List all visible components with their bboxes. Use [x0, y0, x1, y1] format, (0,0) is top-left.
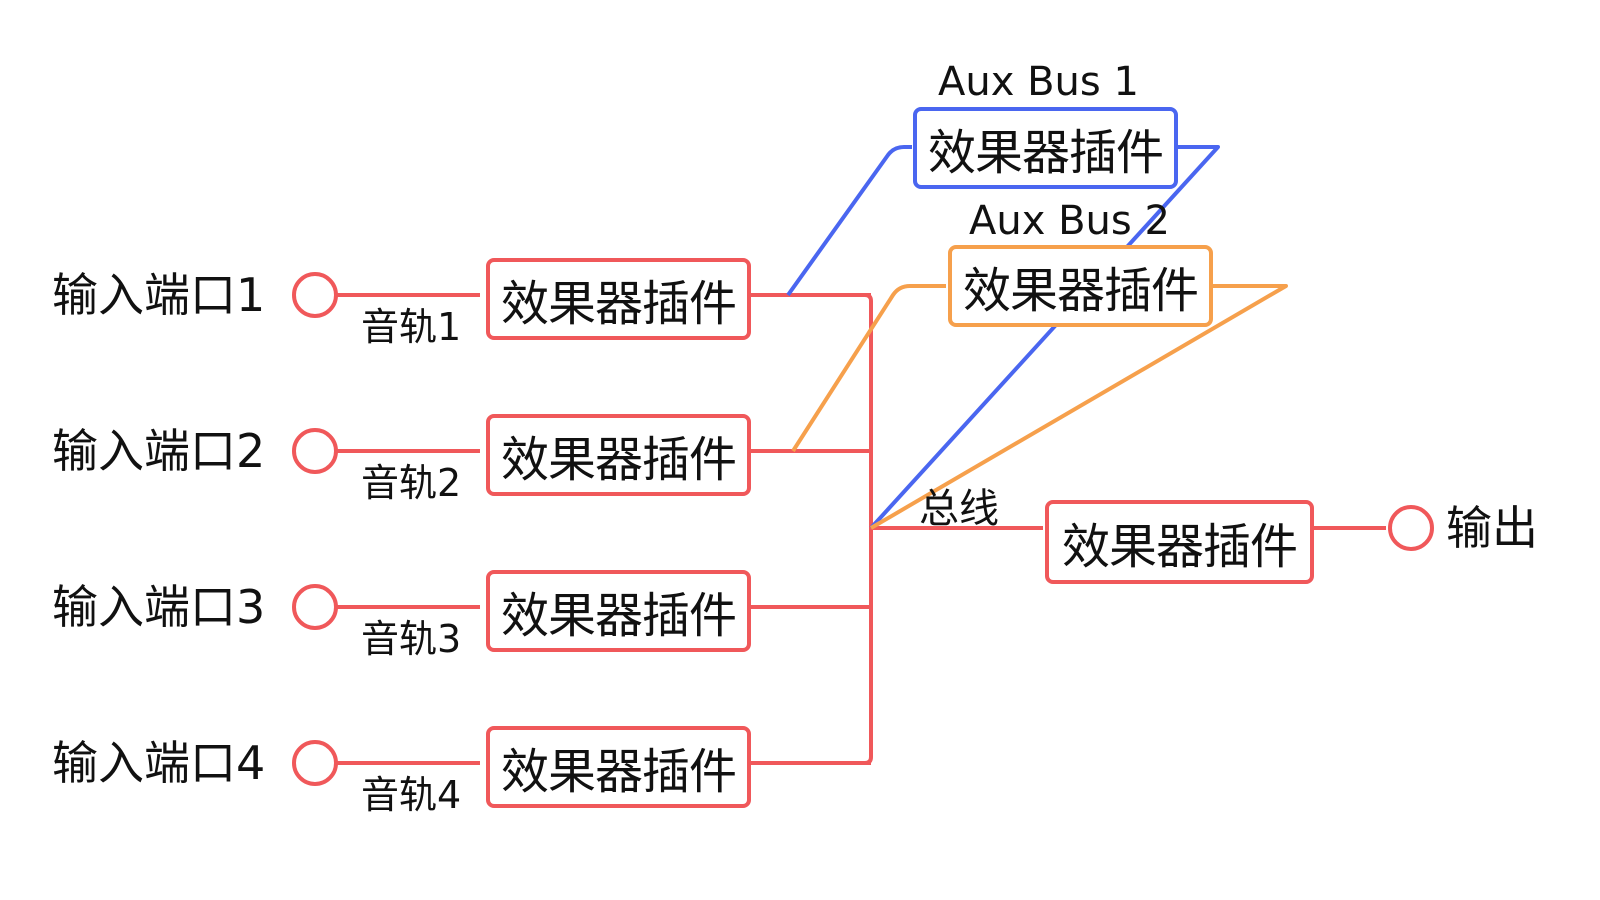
input-port-label-2: 输入端口2 [52, 424, 266, 478]
aux-bus-1-label: Aux Bus 1 [938, 59, 1139, 105]
output-port [1388, 505, 1434, 551]
track-label-4: 音轨4 [361, 773, 462, 817]
bus-label: 总线 [919, 486, 999, 532]
input-port-2 [292, 428, 338, 474]
wire-aux2-return [869, 284, 1288, 530]
track-plugin-2: 效果器插件 [486, 414, 751, 496]
input-port-4 [292, 740, 338, 786]
input-port-label-4: 输入端口4 [52, 736, 266, 790]
track-plugin-3: 效果器插件 [486, 570, 751, 652]
track-label-2: 音轨2 [361, 461, 462, 505]
output-label: 输出 [1446, 501, 1538, 555]
aux-bus-2-plugin: 效果器插件 [948, 245, 1213, 327]
wire-aux2-send [791, 284, 946, 453]
wire-aux1-send [786, 145, 912, 297]
track-plugin-1: 效果器插件 [486, 258, 751, 340]
input-port-3 [292, 584, 338, 630]
input-port-label-1: 输入端口1 [52, 268, 266, 322]
track-label-3: 音轨3 [361, 617, 462, 661]
aux-bus-2-label: Aux Bus 2 [969, 198, 1170, 244]
track-label-1: 音轨1 [361, 305, 462, 349]
track-plugin-4: 效果器插件 [486, 726, 751, 808]
bus-trunk [864, 293, 873, 765]
wire-aux1-return [869, 145, 1220, 530]
aux-bus-1-plugin: 效果器插件 [913, 107, 1178, 189]
input-port-1 [292, 272, 338, 318]
bus-plugin: 效果器插件 [1045, 500, 1314, 584]
input-port-label-3: 输入端口3 [52, 580, 266, 634]
